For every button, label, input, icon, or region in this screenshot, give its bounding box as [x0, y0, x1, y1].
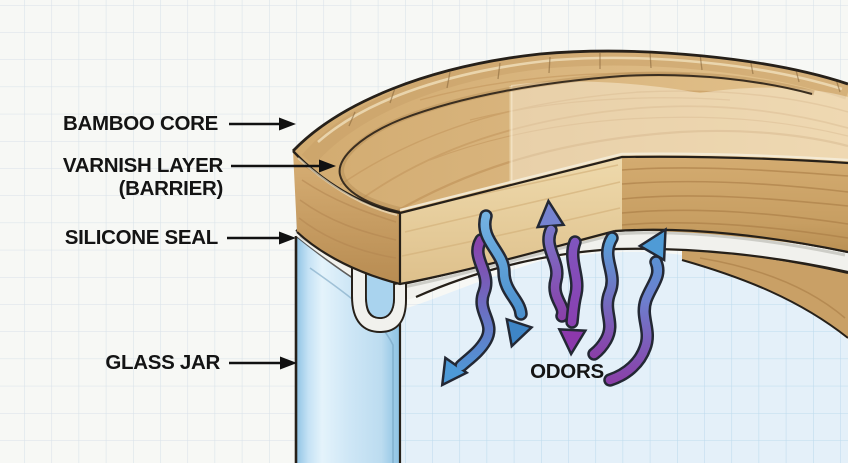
varnish-gloss-highlight	[511, 81, 848, 184]
varnish-layer-label: VARNISH LAYER (BARRIER)	[40, 154, 223, 200]
lid-skirt-left	[293, 151, 400, 284]
varnish-layer-label-line1: VARNISH LAYER	[62, 154, 223, 177]
odor-arrow-down	[478, 209, 534, 349]
bamboo-lid	[291, 49, 848, 286]
odor-arrow-up	[535, 198, 570, 323]
bamboo-core-label: BAMBOO CORE	[62, 112, 218, 135]
odors-label: ODORS	[530, 360, 604, 383]
lid-recess-groove	[338, 71, 815, 213]
silicone-seal-band	[294, 229, 848, 300]
odor-arrow-up-right	[603, 227, 667, 387]
odor-wavy-line	[587, 231, 619, 361]
silicone-seal-label: SILICONE SEAL	[64, 226, 219, 249]
silicone-seal-leader-arrow	[227, 231, 296, 245]
lid-cut-face	[400, 157, 622, 284]
lid-skirt-right	[622, 156, 848, 252]
odor-arrows	[440, 198, 667, 388]
varnish-layer-label-line2: (BARRIER)	[118, 177, 224, 200]
glass-jar-leader-arrow	[229, 356, 297, 370]
varnish-layer-leader-arrow	[231, 159, 336, 173]
bamboo-core-leader-arrow	[229, 117, 296, 131]
glass-jar-label: GLASS JAR	[105, 351, 220, 374]
odor-arrow-down-left	[440, 233, 496, 388]
callout-leader-arrows	[227, 117, 336, 370]
odor-arrow-down-purple	[557, 235, 588, 357]
rim-segment-ticks	[348, 51, 841, 127]
